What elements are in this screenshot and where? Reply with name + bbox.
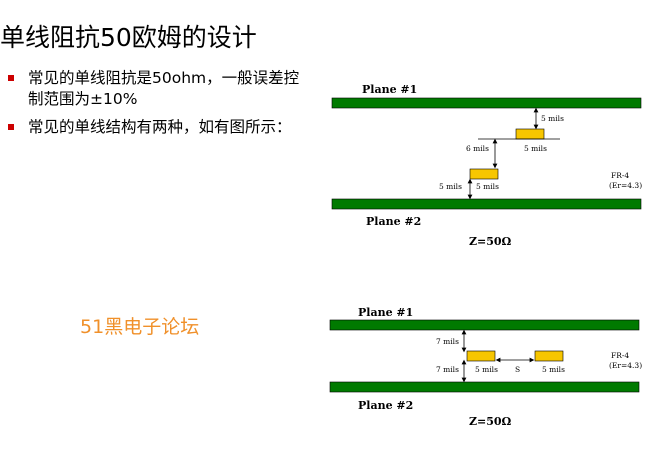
material-label: FR-4 (611, 351, 629, 360)
dielectric-label: (Er=4.3) (609, 361, 642, 370)
trace-a (466, 350, 496, 362)
gap-bottom-label: 5 mils (439, 182, 462, 191)
plane-1-bar (331, 97, 642, 109)
separation-label: 6 mils (466, 144, 489, 153)
stripline-diagram-offset: Plane #1 5 mils 5 mils 6 mils 5 mils 5 m… (328, 78, 646, 253)
bullet-marker-icon (8, 75, 14, 81)
bullet-item: 常见的单线结构有两种，如有图所示： (8, 117, 313, 138)
gap-top-label: 5 mils (541, 114, 564, 123)
plane-2-label: Plane #2 (366, 215, 421, 228)
plane-2-bar (329, 381, 640, 393)
trace-a-width-label: 5 mils (475, 365, 498, 374)
impedance-label: Z=50Ω (469, 235, 512, 248)
plane-2-bar (331, 198, 642, 210)
trace-b (534, 350, 564, 362)
dielectric-label: (Er=4.3) (609, 181, 642, 190)
diagram-canvas: Plane #1 5 mils 5 mils 6 mils 5 mils 5 m… (331, 83, 642, 248)
plane-2-label: Plane #2 (358, 399, 413, 412)
material-label: FR-4 (611, 171, 629, 180)
trace-b-width-label: 5 mils (542, 365, 565, 374)
stripline-diagram-coplanar: Plane #1 7 mils 7 mils 5 mils S 5 mils F… (328, 300, 646, 435)
lower-trace (469, 168, 499, 180)
bullet-list: 常见的单线阻抗是50ohm，一般误差控制范围为±10% 常见的单线结构有两种，如… (8, 68, 313, 145)
upper-trace-width-label: 5 mils (524, 144, 547, 153)
lower-trace-width-label: 5 mils (476, 182, 499, 191)
bullet-text: 常见的单线阻抗是50ohm，一般误差控制范围为±10% (28, 69, 300, 108)
watermark-number: 51 (80, 316, 105, 338)
spacing-label: S (515, 365, 520, 374)
watermark-logo: 51黑电子论坛 (80, 312, 199, 339)
plane-1-label: Plane #1 (362, 83, 417, 96)
watermark-text: 黑电子论坛 (104, 316, 200, 338)
plane-1-bar (329, 319, 640, 331)
impedance-label: Z=50Ω (469, 415, 512, 428)
bullet-text: 常见的单线结构有两种，如有图所示： (28, 118, 292, 136)
slide-title: 单线阻抗50欧姆的设计 (0, 23, 257, 52)
plane-1-label: Plane #1 (358, 306, 413, 319)
gap-bottom-label: 7 mils (436, 365, 459, 374)
gap-top-label: 7 mils (436, 337, 459, 346)
upper-trace (515, 128, 545, 140)
bullet-item: 常见的单线阻抗是50ohm，一般误差控制范围为±10% (8, 68, 313, 110)
diagram-canvas: Plane #1 7 mils 7 mils 5 mils S 5 mils F… (329, 306, 642, 428)
bullet-marker-icon (8, 124, 14, 130)
